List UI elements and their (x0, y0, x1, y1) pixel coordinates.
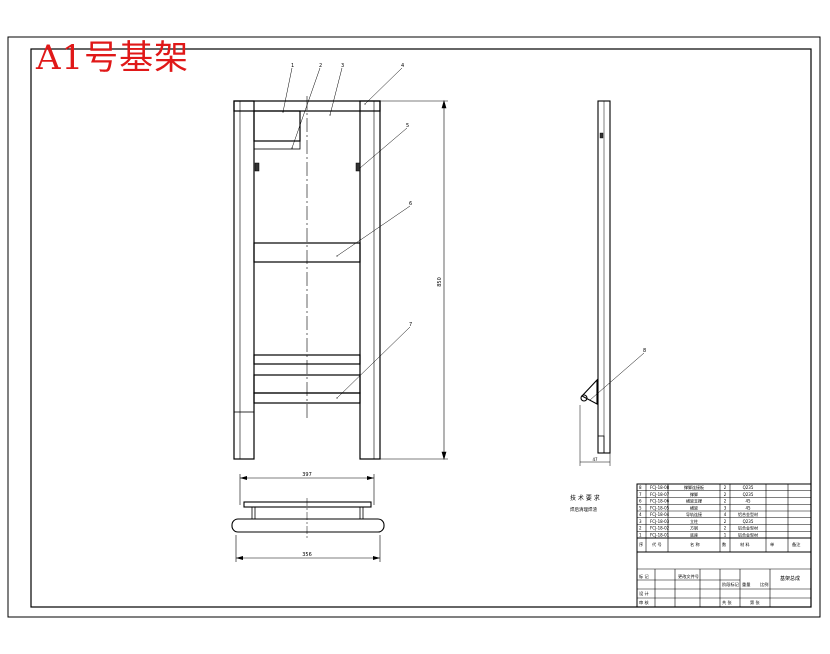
svg-text:标 记: 标 记 (639, 573, 650, 580)
svg-text:序: 序 (639, 541, 643, 548)
height-dimension (380, 99, 448, 461)
bottom-width-dimension-text: 356 (302, 552, 312, 558)
parts-cell-qty: 1 (724, 532, 727, 537)
notes-heading: 技 术 要 求 (570, 494, 600, 502)
parts-cell-qty: 2 (724, 519, 727, 524)
svg-text:名 称: 名 称 (690, 541, 700, 548)
side-dimension-text: 47 (592, 457, 598, 462)
leader-labels: 1 2 3 4 5 6 7 8 (291, 63, 646, 354)
parts-cell-material: 45 (745, 505, 751, 510)
parts-cell-code: FCJ-18-05 (650, 505, 670, 510)
front-view (233, 96, 381, 460)
top-view (231, 474, 385, 562)
parts-cell-material: Q235 (743, 492, 754, 497)
parts-cell-name: 横梁 (690, 504, 698, 510)
parts-cell-material: 45 (745, 499, 751, 504)
parts-cell-material: 铝合金型材 (738, 525, 758, 531)
svg-text:单: 单 (770, 541, 774, 548)
parts-cell-no: 5 (639, 505, 642, 510)
parts-cell-no: 8 (639, 485, 642, 490)
parts-cell-no: 6 (639, 499, 642, 504)
parts-cell-qty: 2 (724, 499, 727, 504)
parts-cell-no: 2 (639, 526, 642, 531)
svg-text:阶段标记: 阶段标记 (722, 581, 740, 588)
parts-cell-qty: 2 (724, 485, 727, 490)
drawing-title: A1号基架 (36, 38, 190, 78)
leader-label-2: 2 (319, 63, 322, 69)
leader-label-1: 1 (291, 63, 294, 69)
parts-cell-no: 7 (639, 492, 642, 497)
leader-label-6: 6 (409, 201, 412, 207)
inner-border (30, 48, 812, 608)
parts-cell-code: FCJ-18-08 (650, 485, 670, 490)
leader-label-3: 3 (341, 63, 344, 69)
height-dimension-text: 850 (437, 277, 443, 287)
parts-cell-code: FCJ-18-03 (650, 519, 670, 524)
parts-cell-qty: 2 (724, 492, 727, 497)
parts-cell-name: 横梁支撑 (686, 498, 702, 504)
right-post (359, 100, 381, 460)
parts-cell-code: FCJ-18-04 (650, 512, 670, 517)
leader-label-8: 8 (643, 348, 646, 354)
svg-text:代 号: 代 号 (652, 541, 662, 548)
parts-cell-no: 1 (639, 532, 642, 537)
parts-cell-material: 铝合金型材 (738, 511, 758, 517)
parts-cell-name: 方钢 (690, 525, 698, 531)
svg-text:共 张: 共 张 (722, 599, 733, 606)
parts-cell-material: Q235 (743, 519, 754, 524)
parts-cell-no: 4 (639, 512, 642, 517)
title-block-headers: 序 代 号 名 称 数 材 料 单 备注 标 记 设 计 审 核 更改文件号 阶… (639, 541, 801, 606)
parts-cell-code: FCJ-18-06 (650, 499, 670, 504)
svg-text:比例: 比例 (760, 581, 768, 588)
leader-label-5: 5 (406, 123, 409, 129)
left-post (233, 100, 255, 460)
svg-text:设 计: 设 计 (639, 590, 649, 597)
svg-text:备注: 备注 (792, 541, 801, 548)
leader-label-4: 4 (401, 63, 404, 69)
side-view (579, 100, 611, 466)
svg-text:重量: 重量 (742, 581, 750, 588)
outer-border (7, 36, 821, 618)
notes-line: 焊后清理焊渣 (570, 506, 597, 513)
top-width-dimension-text: 397 (302, 472, 312, 478)
svg-text:第 张: 第 张 (750, 599, 761, 606)
parts-cell-code: FCJ-18-07 (650, 492, 670, 497)
parts-cell-no: 3 (639, 519, 642, 524)
parts-cell-qty: 2 (724, 526, 727, 531)
svg-text:更改文件号: 更改文件号 (678, 573, 699, 580)
svg-text:数: 数 (722, 541, 727, 548)
parts-cell-code: FCJ-18-02 (650, 526, 670, 531)
parts-cell-name: 立柱 (690, 518, 698, 524)
parts-cell-name: 导轨连接 (686, 511, 702, 517)
parts-cell-code: FCJ-18-01 (650, 532, 670, 537)
leader-lines (282, 67, 645, 401)
parts-cell-qty: 4 (724, 512, 727, 517)
svg-text:审 核: 审 核 (639, 599, 650, 606)
parts-cell-name: 撑脚连接板 (684, 484, 704, 490)
parts-cell-name: 底座 (690, 531, 698, 537)
parts-cell-material: 铝合金型材 (738, 531, 758, 537)
title-block-label: 基架总成 (780, 575, 800, 582)
leader-label-7: 7 (409, 322, 412, 328)
parts-cell-material: Q235 (743, 485, 754, 490)
parts-cell-qty: 3 (724, 505, 727, 510)
svg-text:材 料: 材 料 (740, 541, 751, 548)
parts-cell-name: 撑脚 (690, 491, 698, 497)
